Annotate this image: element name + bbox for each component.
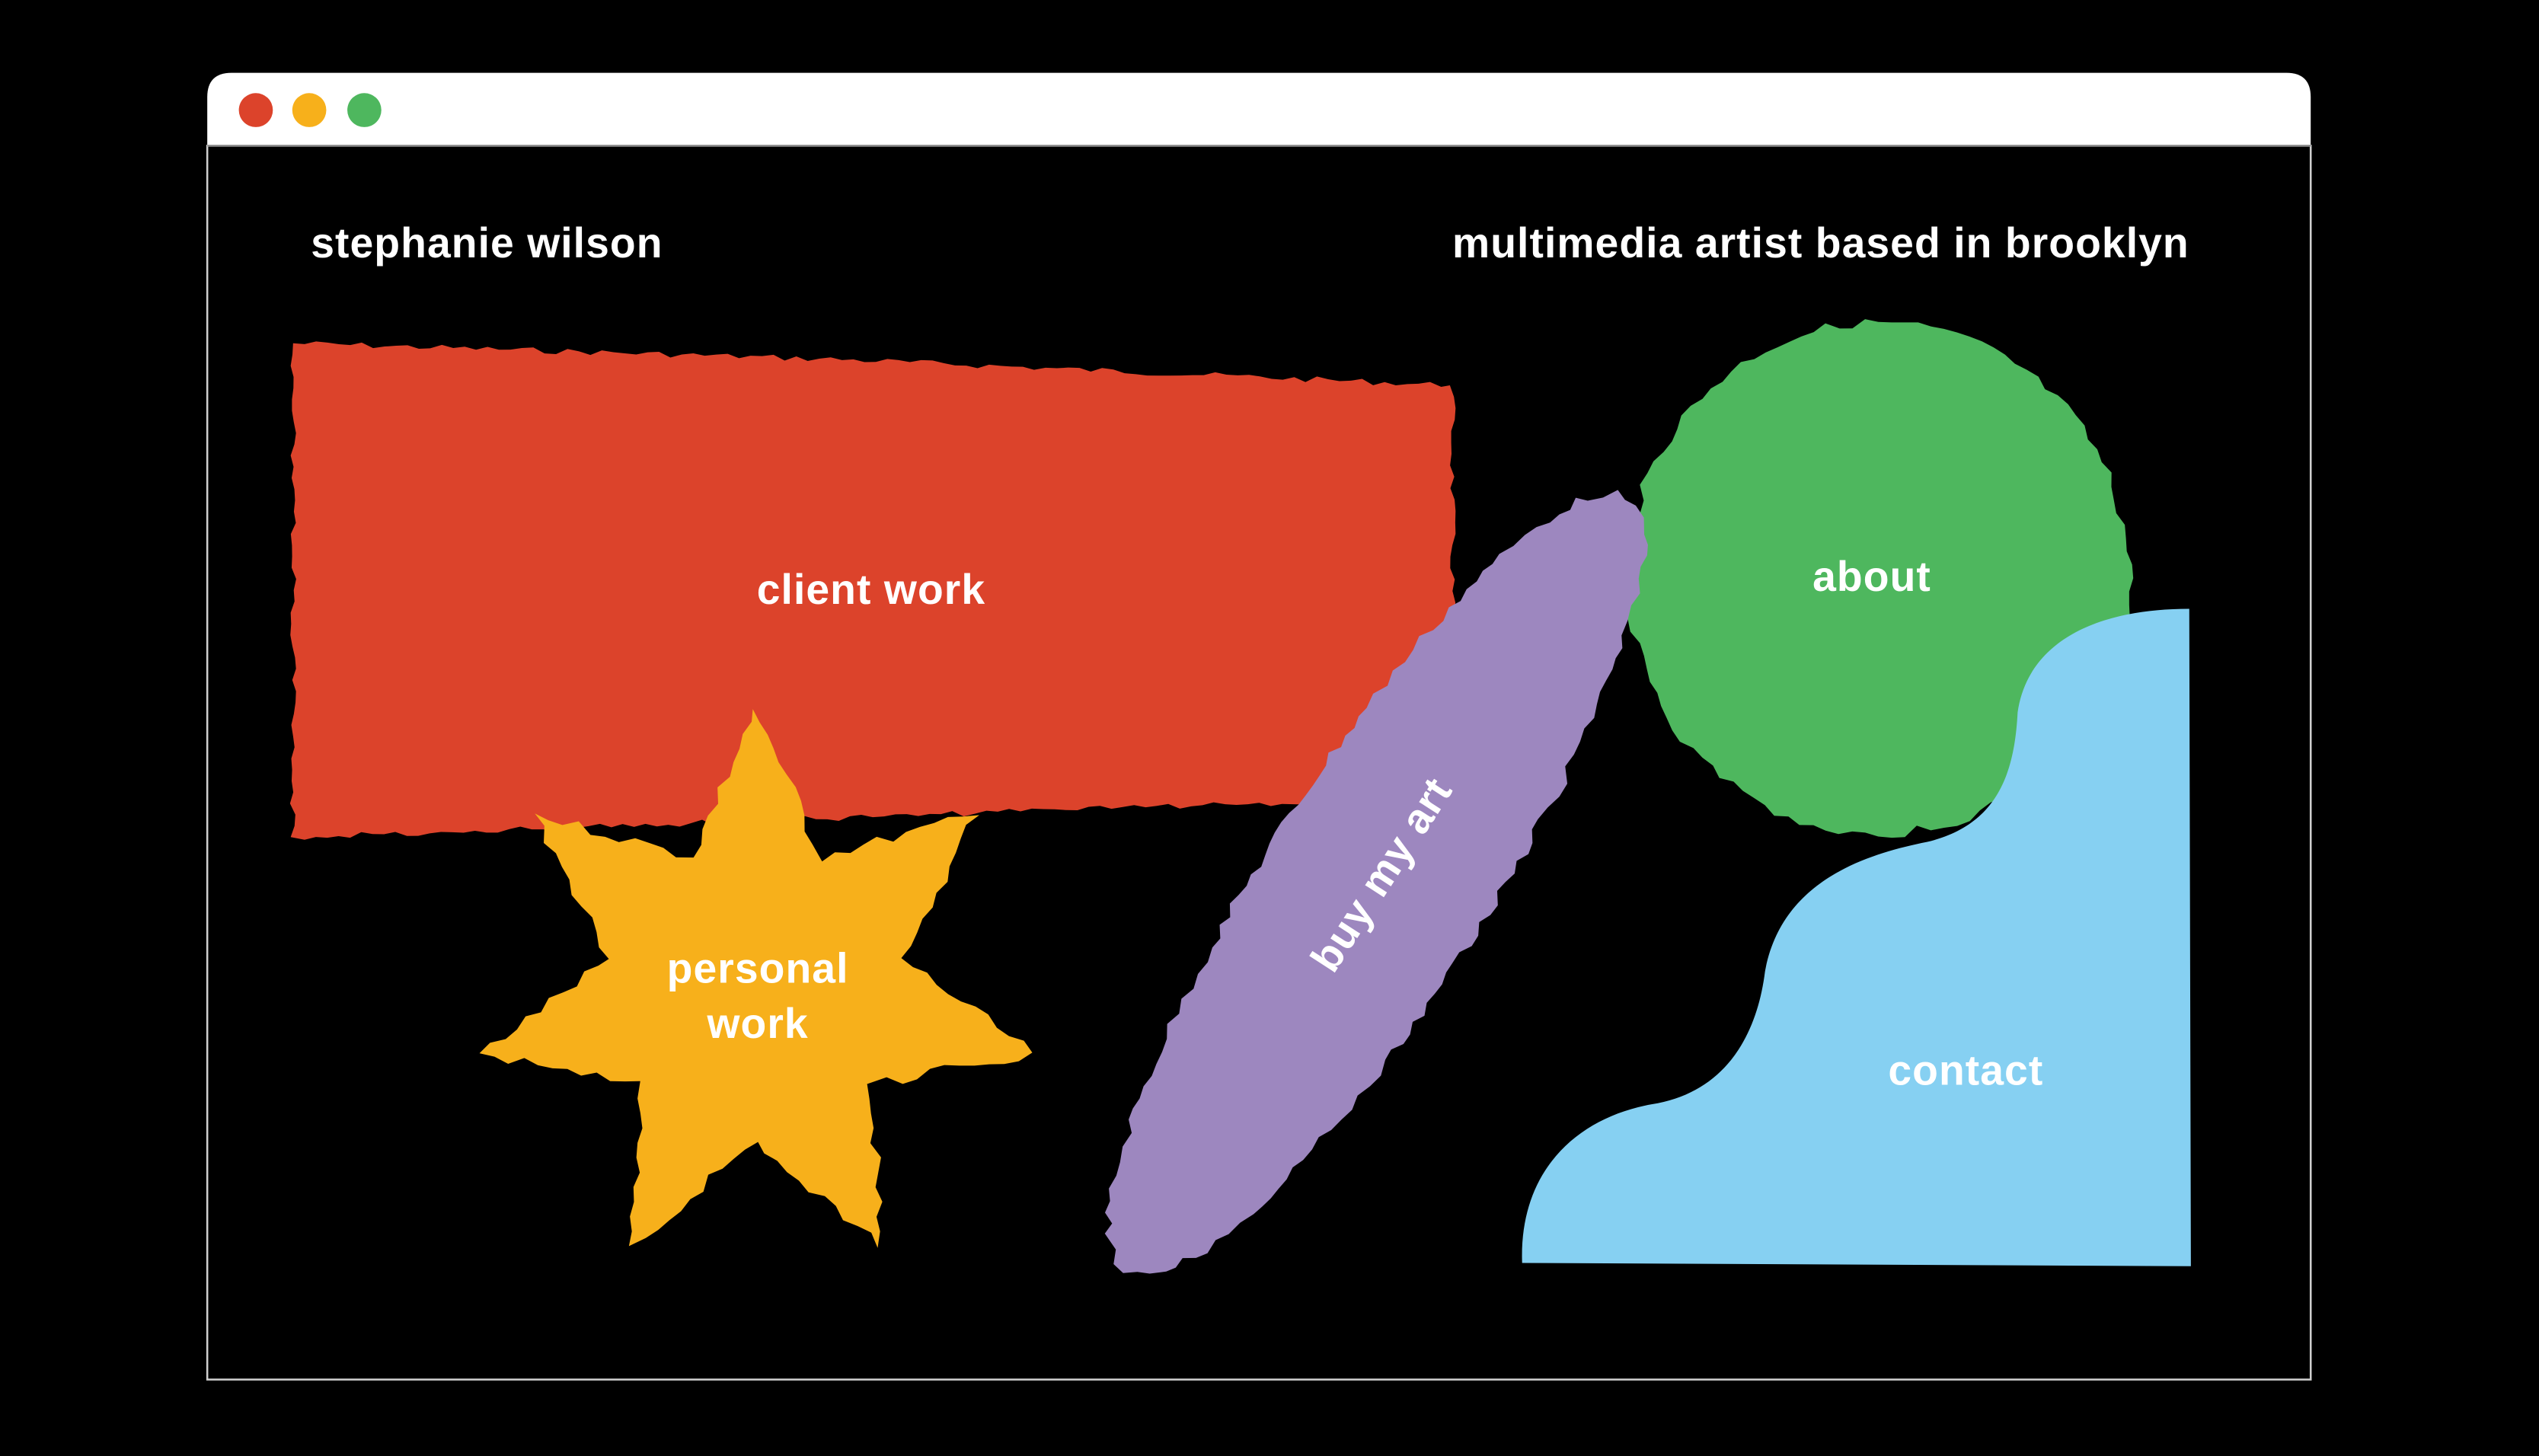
contact-link[interactable]: contact [1522, 608, 2191, 1266]
site-tagline: multimedia artist based in brooklyn [1452, 219, 2189, 267]
client-work-label: client work [757, 566, 985, 613]
about-label: about [1812, 553, 1931, 600]
about-circle-shape [1626, 319, 2134, 838]
buy-my-art-link[interactable]: buy my art [1104, 490, 1648, 1274]
buy-my-art-ellipse-shape [1104, 490, 1648, 1274]
minimize-window-button[interactable] [292, 93, 327, 127]
about-link[interactable]: about [1626, 319, 2134, 838]
personal-work-star-shape [479, 709, 1033, 1248]
site-name[interactable]: stephanie wilson [311, 219, 663, 267]
contact-shape [1522, 608, 2191, 1266]
personal-work-label-line2: work [706, 1000, 808, 1047]
personal-work-link[interactable]: personal work [479, 709, 1033, 1248]
maximize-window-button[interactable] [347, 93, 382, 127]
client-work-link[interactable]: client work [289, 341, 1456, 840]
personal-work-label-line1: personal [667, 945, 849, 992]
contact-label: contact [1888, 1047, 2043, 1094]
close-window-button[interactable] [238, 93, 273, 127]
title-bar [207, 72, 2311, 146]
client-work-shape [289, 341, 1456, 840]
